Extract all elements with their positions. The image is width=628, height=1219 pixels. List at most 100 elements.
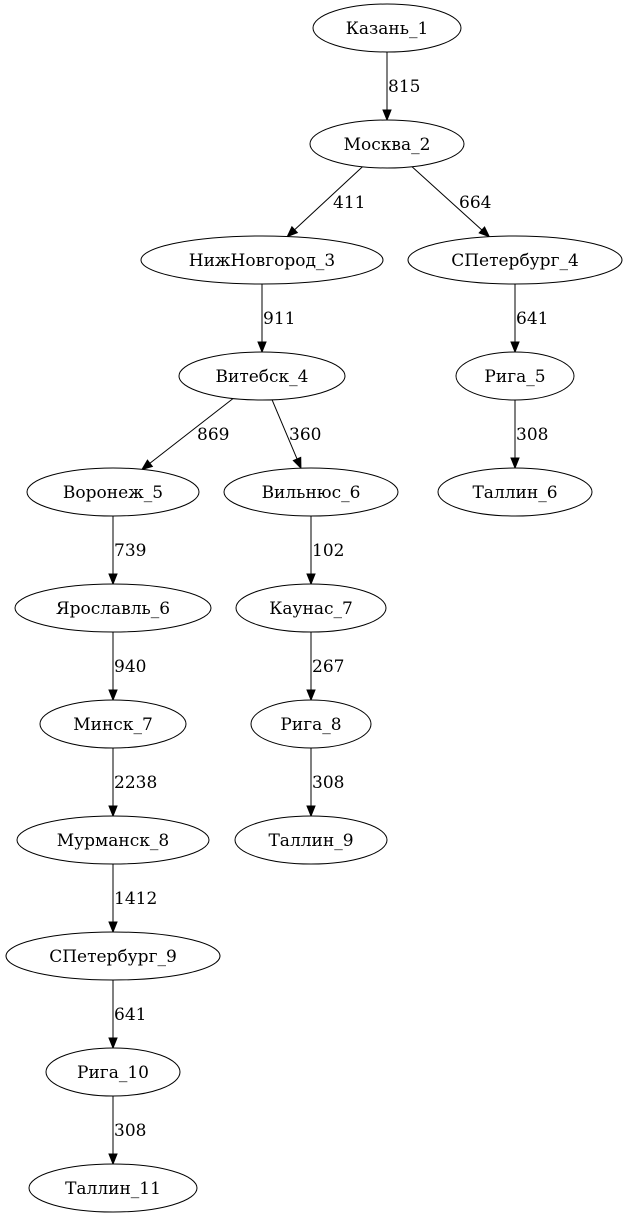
arrowhead-icon xyxy=(108,1153,118,1166)
arrowhead-icon xyxy=(108,573,118,586)
node-n18: Таллин_11 xyxy=(28,1163,198,1213)
arrowhead-icon xyxy=(292,456,302,470)
edge-weight-label: 869 xyxy=(197,425,229,445)
edge-n5-n8: 360 xyxy=(271,399,321,470)
edge-n6-n9: 308 xyxy=(510,400,548,470)
arrowhead-icon xyxy=(510,341,520,354)
edge-n12-n14: 2238 xyxy=(108,748,157,818)
node-label: Москва_2 xyxy=(344,135,431,155)
node-label: Таллин_9 xyxy=(268,831,353,851)
edge-weight-label: 308 xyxy=(516,425,548,445)
node-ellipse xyxy=(223,467,399,517)
edge-weight-label: 411 xyxy=(333,193,365,213)
node-n4: СПетербург_4 xyxy=(407,235,623,285)
node-n1: Казань_1 xyxy=(312,3,462,53)
node-ellipse xyxy=(312,3,462,53)
node-ellipse xyxy=(178,351,346,401)
arrowhead-icon xyxy=(306,805,316,818)
node-n5: Витебск_4 xyxy=(178,351,346,401)
node-n9: Таллин_6 xyxy=(437,467,593,517)
edge-n11-n13: 267 xyxy=(306,632,344,702)
node-n2: Москва_2 xyxy=(309,119,465,169)
edge-n14-n16: 1412 xyxy=(108,864,157,934)
edge-weight-label: 739 xyxy=(114,541,146,561)
edge-n10-n12: 940 xyxy=(108,632,146,702)
node-label: Мурманск_8 xyxy=(57,831,169,851)
edge-weight-label: 641 xyxy=(516,309,548,329)
edge-weight-label: 2238 xyxy=(114,773,157,793)
edge-weight-label: 664 xyxy=(459,193,491,213)
node-n17: Рига_10 xyxy=(45,1047,181,1097)
node-n3: НижНовгород_3 xyxy=(140,235,384,285)
node-label: Таллин_6 xyxy=(472,483,557,503)
node-n16: СПетербург_9 xyxy=(5,931,221,981)
edge-n7-n10: 739 xyxy=(108,516,146,586)
node-ellipse xyxy=(407,235,623,285)
arrowhead-icon xyxy=(382,109,392,122)
edge-line xyxy=(149,398,234,464)
node-ellipse xyxy=(26,467,200,517)
node-ellipse xyxy=(455,351,575,401)
node-n13: Рига_8 xyxy=(250,699,372,749)
arrowhead-icon xyxy=(140,459,154,471)
node-label: Рига_8 xyxy=(280,715,341,735)
node-label: Каунас_7 xyxy=(269,599,353,619)
edge-line xyxy=(271,399,298,460)
node-label: СПетербург_9 xyxy=(49,947,177,967)
node-label: Казань_1 xyxy=(346,19,429,39)
arrowhead-icon xyxy=(108,1037,118,1050)
node-label: СПетербург_4 xyxy=(451,251,579,271)
arrowhead-icon xyxy=(306,689,316,702)
node-n7: Воронеж_5 xyxy=(26,467,200,517)
edge-line xyxy=(411,166,483,231)
edge-weight-label: 360 xyxy=(289,425,321,445)
node-ellipse xyxy=(39,699,187,749)
edge-n4-n6: 641 xyxy=(510,284,548,354)
edge-weight-label: 940 xyxy=(114,657,146,677)
arrowhead-icon xyxy=(510,457,520,470)
edge-weight-label: 308 xyxy=(312,773,344,793)
edge-weight-label: 267 xyxy=(312,657,344,677)
node-n10: Ярославль_6 xyxy=(14,583,212,633)
edge-n1-n2: 815 xyxy=(382,52,420,122)
node-label: Вильнюс_6 xyxy=(262,483,361,503)
arrowhead-icon xyxy=(108,689,118,702)
edge-weight-label: 1412 xyxy=(114,889,157,909)
node-ellipse xyxy=(45,1047,181,1097)
node-ellipse xyxy=(234,815,388,865)
arrowhead-icon xyxy=(108,921,118,934)
node-ellipse xyxy=(309,119,465,169)
node-n11: Каунас_7 xyxy=(235,583,387,633)
edge-weight-label: 641 xyxy=(114,1005,146,1025)
edge-weight-label: 911 xyxy=(263,309,295,329)
node-ellipse xyxy=(16,815,210,865)
edge-n2-n4: 664 xyxy=(411,166,491,238)
node-ellipse xyxy=(250,699,372,749)
node-label: Минск_7 xyxy=(73,715,153,735)
node-ellipse xyxy=(235,583,387,633)
node-ellipse xyxy=(28,1163,198,1213)
edge-n3-n5: 911 xyxy=(257,284,295,354)
edge-line xyxy=(294,166,363,231)
node-n12: Минск_7 xyxy=(39,699,187,749)
node-ellipse xyxy=(140,235,384,285)
edge-n2-n3: 411 xyxy=(286,166,365,238)
node-n15: Таллин_9 xyxy=(234,815,388,865)
node-label: Витебск_4 xyxy=(216,367,309,387)
node-n8: Вильнюс_6 xyxy=(223,467,399,517)
edge-n16-n17: 641 xyxy=(108,980,146,1050)
arrowhead-icon xyxy=(286,225,299,238)
node-label: Таллин_11 xyxy=(65,1179,161,1199)
node-label: Ярославль_6 xyxy=(56,599,170,619)
edge-n8-n11: 102 xyxy=(306,516,344,586)
node-n6: Рига_5 xyxy=(455,351,575,401)
node-ellipse xyxy=(5,931,221,981)
node-label: НижНовгород_3 xyxy=(189,251,335,271)
node-label: Рига_5 xyxy=(484,367,545,387)
edge-weight-label: 102 xyxy=(312,541,344,561)
arrowhead-icon xyxy=(306,573,316,586)
arrowhead-icon xyxy=(257,341,267,354)
edge-n13-n15: 308 xyxy=(306,748,344,818)
